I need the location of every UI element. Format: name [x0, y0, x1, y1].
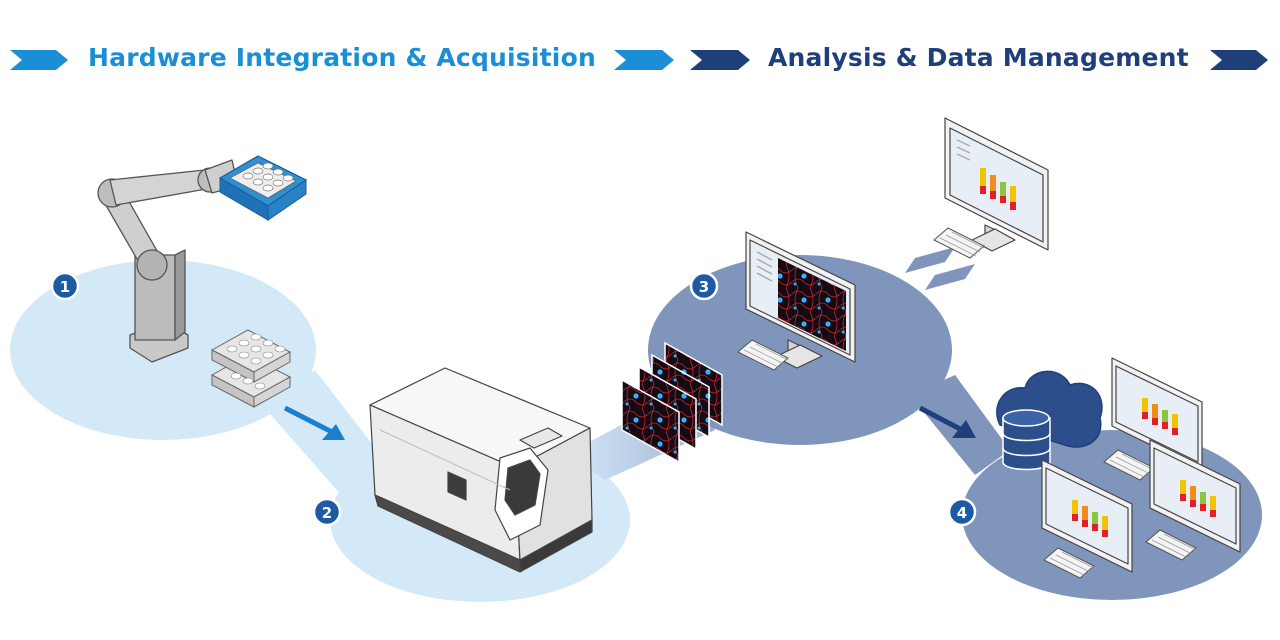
svg-text:2: 2	[322, 504, 332, 522]
arrow-icon	[283, 405, 345, 440]
gripper-plate	[218, 155, 308, 221]
database-icon	[1002, 409, 1051, 471]
monitor-icon	[745, 231, 856, 369]
chevron-right-icon	[614, 50, 674, 70]
microscope-icon	[369, 367, 593, 573]
step-badge-1: 1	[50, 271, 80, 301]
chevron-right-icon	[1210, 50, 1268, 70]
arrow-icon	[918, 405, 976, 438]
management-title: Analysis & Data Management	[768, 43, 1189, 72]
dash-link	[925, 264, 975, 290]
monitor-icon	[944, 117, 1049, 252]
monitor-icon	[1041, 459, 1133, 573]
robot-arm-icon	[97, 159, 239, 363]
cell-image-icon	[621, 341, 723, 464]
acquisition-title: Hardware Integration & Acquisition	[88, 43, 596, 72]
monitor-icon	[1149, 439, 1241, 553]
step-badge-2: 2	[312, 497, 342, 527]
step-badge-4: 4	[947, 497, 977, 527]
step-badge-3: 3	[689, 271, 719, 301]
monitor-icon	[1111, 357, 1203, 471]
microplate-icon	[210, 329, 292, 408]
svg-text:1: 1	[60, 278, 70, 296]
header-banner: Hardware Integration & Acquisition Analy…	[0, 0, 1280, 110]
svg-text:4: 4	[957, 504, 967, 522]
chevron-right-icon	[690, 50, 750, 70]
chevron-right-icon	[10, 50, 68, 70]
svg-text:3: 3	[699, 278, 709, 296]
dash-link	[905, 247, 955, 273]
connector-zone-3-4	[910, 375, 1010, 475]
